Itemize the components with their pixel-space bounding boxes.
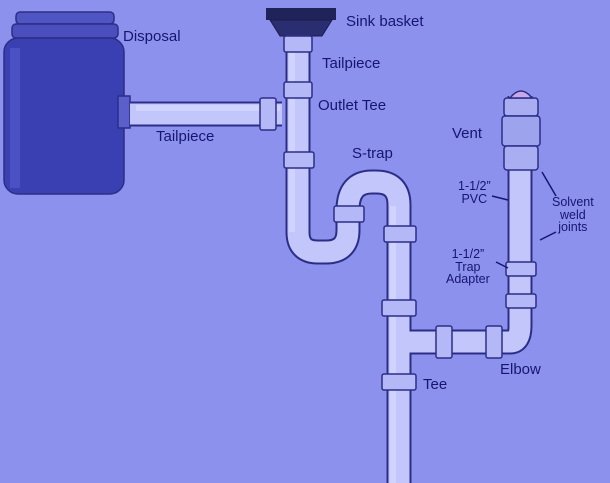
label-pvc-material: PVC — [461, 191, 488, 206]
label-s-trap: S-trap — [352, 145, 393, 162]
label-pvc: 1-1/2” PVC — [458, 180, 491, 205]
disposal-unit — [3, 11, 131, 195]
sink-basket — [266, 8, 336, 37]
leader-lines — [491, 171, 557, 269]
label-trap-adapter: 1-1/2” Trap Adapter — [446, 248, 490, 286]
label-elbow: Elbow — [500, 361, 541, 378]
label-sink-basket: Sink basket — [346, 13, 424, 30]
label-tailpiece-top: Tailpiece — [322, 55, 381, 72]
label-weld: weld — [559, 207, 586, 222]
label-adapter-size: 1-1/2” — [451, 247, 485, 261]
label-outlet-tee: Outlet Tee — [318, 97, 387, 114]
label-adapter-trap: Trap — [455, 259, 481, 274]
label-vent: Vent — [452, 125, 483, 142]
label-adapter-word: Adapter — [446, 272, 490, 286]
label-disposal: Disposal — [123, 28, 181, 45]
label-pvc-size: 1-1/2” — [458, 179, 491, 193]
label-tee: Tee — [423, 376, 448, 393]
label-solvent-weld-joints: Solvent weld joints — [552, 196, 594, 234]
label-joints: joints — [558, 220, 588, 234]
label-solvent: Solvent — [552, 195, 594, 209]
vent-cap — [501, 90, 541, 171]
slip-nuts — [259, 35, 537, 391]
label-tailpiece-disposal: Tailpiece — [156, 128, 215, 145]
